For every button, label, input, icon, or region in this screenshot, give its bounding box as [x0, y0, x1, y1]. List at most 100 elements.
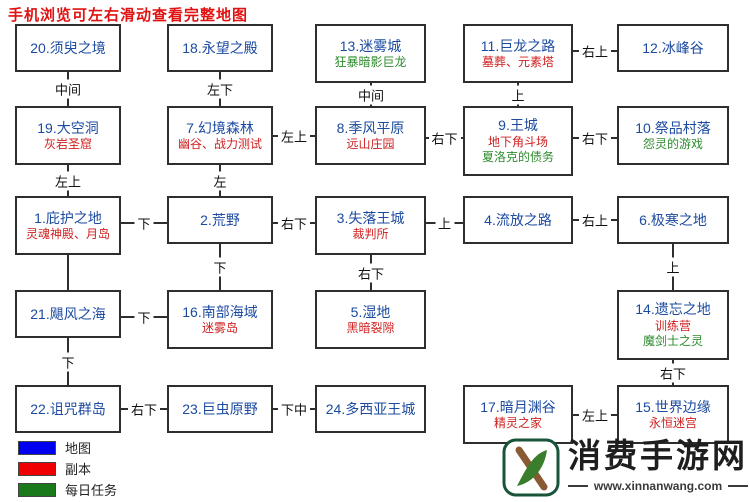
map-node-subtitle: 幽谷、战力测试 — [177, 136, 262, 151]
map-node-title: 23.巨虫原野 — [182, 400, 258, 417]
connector-label: 右下 — [127, 399, 161, 419]
legend-label: 每日任务 — [65, 483, 118, 498]
map-node-title: 16.南部海域 — [182, 303, 258, 320]
map-node: 15.世界边缘永恒迷宫 — [617, 385, 729, 444]
map-node: 21.飓风之海 — [15, 290, 121, 338]
connector-label: 上 — [434, 213, 455, 233]
connector-label: 左上 — [578, 405, 612, 425]
connector-label: 下 — [134, 213, 154, 233]
map-node: 7.幻境森林幽谷、战力测试 — [167, 106, 273, 165]
dash-decoration — [568, 485, 588, 487]
map-node-subtitle: 怨灵的游戏 — [642, 136, 703, 151]
site-url: www.xinnanwang.com — [593, 479, 723, 493]
map-node-subtitle: 灵魂神殿、月岛 — [25, 226, 110, 241]
map-node: 19.大空洞灰岩圣窟 — [15, 106, 121, 165]
site-logo-icon — [502, 437, 560, 502]
map-node-title: 8.季风平原 — [336, 119, 405, 136]
map-node-title: 7.幻境森林 — [186, 119, 254, 136]
map-node: 9.王城地下角斗场夏洛克的债务 — [463, 106, 573, 176]
map-node-title: 15.世界边缘 — [635, 398, 711, 415]
map-node: 17.暗月渊谷精灵之家 — [463, 385, 573, 444]
map-node: 18.永望之殿 — [167, 24, 273, 72]
map-node: 8.季风平原远山庄园 — [315, 106, 426, 165]
connector-label: 右上 — [578, 210, 612, 230]
map-node-title: 22.诅咒群岛 — [30, 400, 106, 417]
legend-color-swatch — [18, 482, 56, 497]
connector-label: 右上 — [578, 41, 612, 61]
map-node: 24.多西亚王城 — [315, 385, 426, 433]
map-node: 10.祭品村落怨灵的游戏 — [617, 106, 729, 165]
connector-label: 左下 — [203, 79, 237, 99]
legend-color-swatch — [18, 440, 56, 455]
map-node-title: 12.冰峰谷 — [642, 39, 704, 56]
map-node: 6.极寒之地 — [617, 196, 729, 244]
map-node-subtitle: 永恒迷宫 — [648, 415, 697, 430]
map-node: 12.冰峰谷 — [617, 24, 729, 72]
map-node-title: 19.大空洞 — [37, 119, 99, 136]
map-node: 1.庇护之地灵魂神殿、月岛 — [15, 196, 121, 255]
map-node-title: 13.迷雾城 — [339, 37, 402, 54]
legend-row: 地图 — [18, 438, 91, 457]
legend-color-swatch — [18, 461, 56, 476]
connector-label: 下 — [58, 352, 78, 371]
map-node-subtitle: 夏洛克的债务 — [481, 150, 554, 165]
map-node: 14.遗忘之地训练营魔剑士之灵 — [617, 290, 729, 360]
page-title: 手机浏览可左右滑动查看完整地图 — [8, 7, 249, 24]
connector-label: 下中 — [277, 399, 311, 419]
map-node: 23.巨虫原野 — [167, 385, 273, 433]
map-node-subtitle: 地下角斗场 — [487, 134, 548, 149]
map-node-title: 21.飓风之海 — [30, 305, 106, 322]
connector-label: 上 — [508, 85, 528, 104]
connector-label: 下 — [134, 307, 154, 327]
connector-line — [67, 255, 69, 290]
map-node-title: 1.庇护之地 — [34, 209, 102, 226]
map-node-subtitle: 狂暴暗影巨龙 — [334, 54, 407, 69]
site-name: 消费手游网 — [568, 439, 748, 475]
map-node-subtitle: 精灵之家 — [493, 415, 542, 430]
map-node-title: 14.遗忘之地 — [635, 301, 711, 318]
map-node-subtitle: 迷雾岛 — [201, 320, 238, 335]
connector-label: 右下 — [354, 263, 388, 282]
legend-label: 副本 — [65, 462, 92, 477]
map-node-title: 6.极寒之地 — [639, 211, 707, 228]
map-node-subtitle: 训练营 — [654, 318, 691, 333]
map-node-title: 20.须臾之境 — [30, 39, 106, 56]
map-node: 2.荒野 — [167, 196, 273, 244]
map-node-title: 9.王城 — [498, 117, 538, 134]
connector-label: 左上 — [277, 126, 311, 146]
connector-label: 中间 — [51, 79, 85, 99]
map-node: 16.南部海域迷雾岛 — [167, 290, 273, 349]
map-node: 5.湿地黑暗裂隙 — [315, 290, 426, 349]
connector-label: 左上 — [51, 171, 85, 190]
connector-label: 右下 — [277, 213, 311, 233]
connector-label: 中间 — [354, 85, 388, 104]
map-node-title: 3.失落王城 — [336, 209, 405, 226]
connector-label: 右下 — [656, 363, 690, 382]
connector-label: 左 — [210, 171, 230, 190]
legend-row: 每日任务 — [18, 480, 117, 499]
map-node-title: 4.流放之路 — [484, 211, 552, 228]
map-node-title: 10.祭品村落 — [635, 119, 711, 136]
map-node-title: 11.巨龙之路 — [480, 37, 556, 54]
map-node: 3.失落王城裁判所 — [315, 196, 426, 255]
legend-label: 地图 — [65, 441, 92, 456]
connector-label: 下 — [210, 257, 230, 277]
map-node: 13.迷雾城狂暴暗影巨龙 — [315, 24, 426, 83]
connector-label: 上 — [663, 257, 683, 277]
map-node-subtitle: 裁判所 — [352, 226, 389, 241]
dash-decoration — [728, 485, 748, 487]
map-node-subtitle: 墓葬、元素塔 — [481, 54, 554, 69]
map-node-title: 18.永望之殿 — [182, 39, 258, 56]
map-node: 22.诅咒群岛 — [15, 385, 121, 433]
map-node-title: 17.暗月渊谷 — [480, 398, 556, 415]
connector-label: 右下 — [428, 128, 461, 148]
map-node-title: 5.湿地 — [350, 303, 391, 320]
map-node-title: 2.荒野 — [200, 211, 240, 228]
site-url-row: www.xinnanwang.com — [568, 479, 748, 493]
map-node-title: 24.多西亚王城 — [325, 400, 416, 417]
map-node: 11.巨龙之路墓葬、元素塔 — [463, 24, 573, 83]
map-node: 4.流放之路 — [463, 196, 573, 244]
map-node-subtitle: 远山庄园 — [346, 136, 395, 151]
map-node-subtitle: 魔剑士之灵 — [642, 334, 703, 349]
map-node-subtitle: 黑暗裂隙 — [346, 320, 395, 335]
